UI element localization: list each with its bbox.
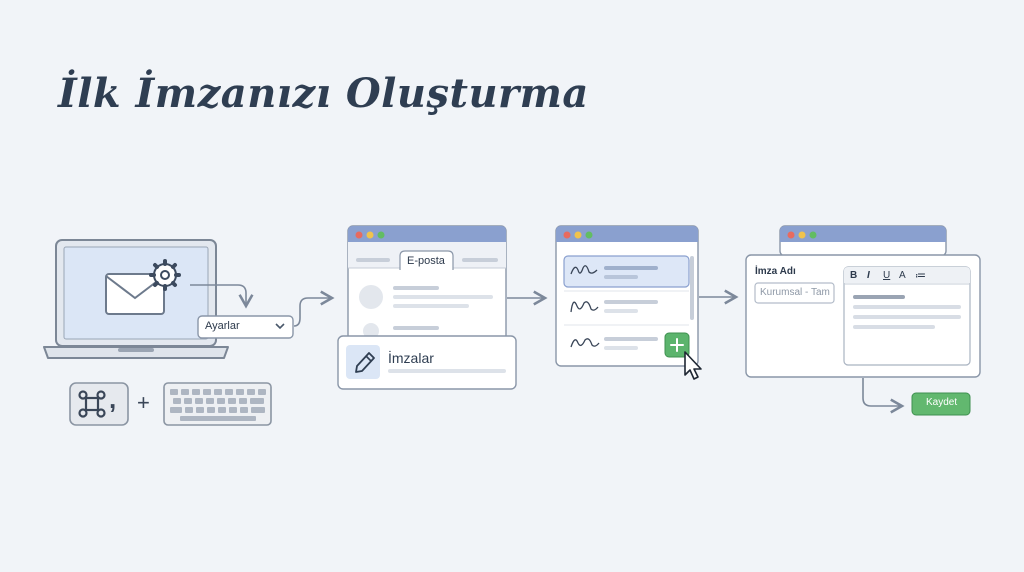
save-button[interactable]: Kaydet (926, 397, 958, 408)
back-window (779, 225, 947, 257)
signature-name-label: İmza Adı (755, 266, 796, 277)
underline-button[interactable]: U (883, 270, 891, 281)
bold-button[interactable]: B (850, 270, 858, 281)
signature-sample-icon (570, 301, 599, 313)
signature-row-selected[interactable] (563, 255, 690, 288)
mouse-cursor-icon (684, 351, 702, 380)
tab-email[interactable]: E-posta (407, 255, 445, 267)
signature-name-input[interactable] (754, 282, 835, 304)
add-signature-button[interactable] (664, 332, 690, 358)
list-button[interactable]: ≔ (915, 270, 926, 282)
gear-icon (149, 259, 181, 291)
settings-dropdown-label: Ayarlar (205, 320, 240, 332)
pencil-icon (355, 352, 375, 373)
font-button[interactable]: A (899, 270, 906, 281)
settings-dropdown[interactable] (197, 315, 294, 339)
keyboard-icon (163, 382, 272, 426)
signature-row[interactable] (570, 300, 658, 313)
signature-name-placeholder: Kurumsal - Tam (760, 287, 830, 298)
signatures-menu-card[interactable] (337, 335, 517, 390)
signatures-menu-label: İmzalar (388, 350, 434, 366)
arrow-to-email-window (293, 290, 335, 327)
arrow-to-settings (190, 284, 254, 309)
arrow-to-save (862, 378, 905, 414)
plus-sign: + (137, 390, 150, 415)
email-settings-window (347, 225, 507, 341)
italic-button[interactable]: I (867, 270, 870, 281)
command-icon (78, 390, 106, 418)
page-title: İlk İmzanızı Oluşturma (58, 70, 589, 117)
chevron-down-icon (275, 323, 285, 330)
comma-key-label: , (109, 384, 117, 414)
signature-row[interactable] (570, 337, 658, 350)
signature-sample-icon (570, 265, 598, 275)
plus-icon (670, 338, 684, 352)
signature-sample-icon (570, 338, 600, 348)
envelope-icon (105, 273, 165, 315)
save-button-bg (911, 392, 971, 416)
